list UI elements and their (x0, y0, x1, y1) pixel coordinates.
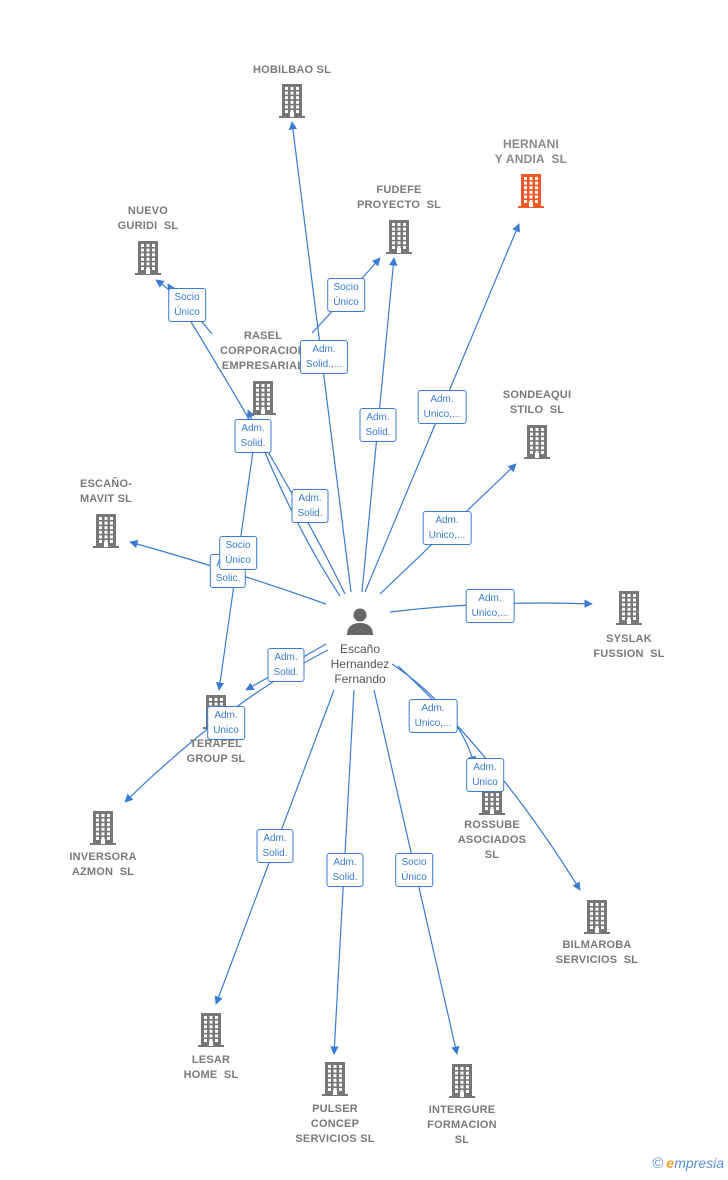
building-icon (518, 174, 544, 208)
empresia-brand: ©empresia (652, 1155, 724, 1172)
building-icon (584, 900, 610, 934)
relation-label[interactable]: Adm. Solid. (267, 648, 305, 682)
building-icon (386, 220, 412, 254)
relationship-edge (167, 283, 346, 595)
company-label[interactable]: PULSER CONCEP SERVICIOS SL (295, 1103, 375, 1145)
building-icon (93, 514, 119, 548)
building-icon (135, 241, 161, 275)
relation-label[interactable]: Adm. Unico (466, 758, 504, 792)
building-icon (322, 1062, 348, 1096)
relation-label[interactable]: Adm. Solid.,... (299, 340, 349, 374)
person-label: Escaño Hernandez Fernando (330, 642, 390, 686)
building-icon (449, 1064, 475, 1098)
copyright-symbol: © (652, 1155, 664, 1172)
relation-label[interactable]: Adm. Solid. (256, 829, 294, 863)
relation-label[interactable]: Adm. Solid. (359, 408, 397, 442)
company-label[interactable]: ROSSUBE ASOCIADOS SL (457, 819, 527, 861)
brand-initial: e (666, 1155, 675, 1171)
relation-label[interactable]: Socio Único (327, 278, 365, 312)
person-icon (347, 608, 373, 635)
relation-label[interactable]: Adm. Unico (207, 706, 245, 740)
company-label[interactable]: HOBILBAO SL (253, 64, 331, 76)
building-icon (524, 425, 550, 459)
company-label[interactable]: SYSLAK FUSSION SL (593, 633, 665, 660)
company-label[interactable]: BILMAROBA SERVICIOS SL (555, 939, 639, 966)
company-label[interactable]: RASEL CORPORACION EMPRESARIAL (220, 330, 306, 372)
relation-label[interactable]: Adm. Unico,... (422, 511, 472, 545)
relation-label[interactable]: Adm. Unico,... (417, 390, 467, 424)
building-icon (90, 811, 116, 845)
relation-label[interactable]: Adm. Solid. (234, 419, 272, 453)
relation-label[interactable]: Adm. Unico,... (465, 589, 515, 623)
company-label[interactable]: LESAR HOME SL (183, 1054, 239, 1081)
company-label[interactable]: SONDEAQUI STILO SL (502, 389, 572, 416)
building-icon (279, 84, 305, 118)
relation-label[interactable]: Adm. Unico,... (408, 699, 458, 733)
relation-label[interactable]: Adm. Solid. (326, 853, 364, 887)
relation-label[interactable]: Adm. Solid. (291, 489, 329, 523)
building-icon (616, 591, 642, 625)
brand-name: mpresia (674, 1155, 724, 1171)
relation-label[interactable]: Socio Único (395, 853, 433, 887)
company-label[interactable]: INVERSORA AZMON SL (69, 851, 137, 878)
company-label[interactable]: INTERGURE FORMACION SL (427, 1104, 497, 1146)
company-label[interactable]: NUEVO GURIDI SL (117, 205, 179, 232)
company-label[interactable]: ESCAÑO- MAVIT SL (79, 478, 133, 505)
relation-label[interactable]: Socio Único (168, 288, 206, 322)
company-label[interactable]: HERNANI Y ANDIA SL (494, 137, 568, 166)
relation-label[interactable]: Socio Único (219, 536, 257, 570)
company-label[interactable]: FUDEFE PROYECTO SL (356, 184, 442, 211)
company-label[interactable]: TERAFEL GROUP SL (186, 738, 246, 765)
building-icon (250, 381, 276, 415)
building-icon (198, 1013, 224, 1047)
